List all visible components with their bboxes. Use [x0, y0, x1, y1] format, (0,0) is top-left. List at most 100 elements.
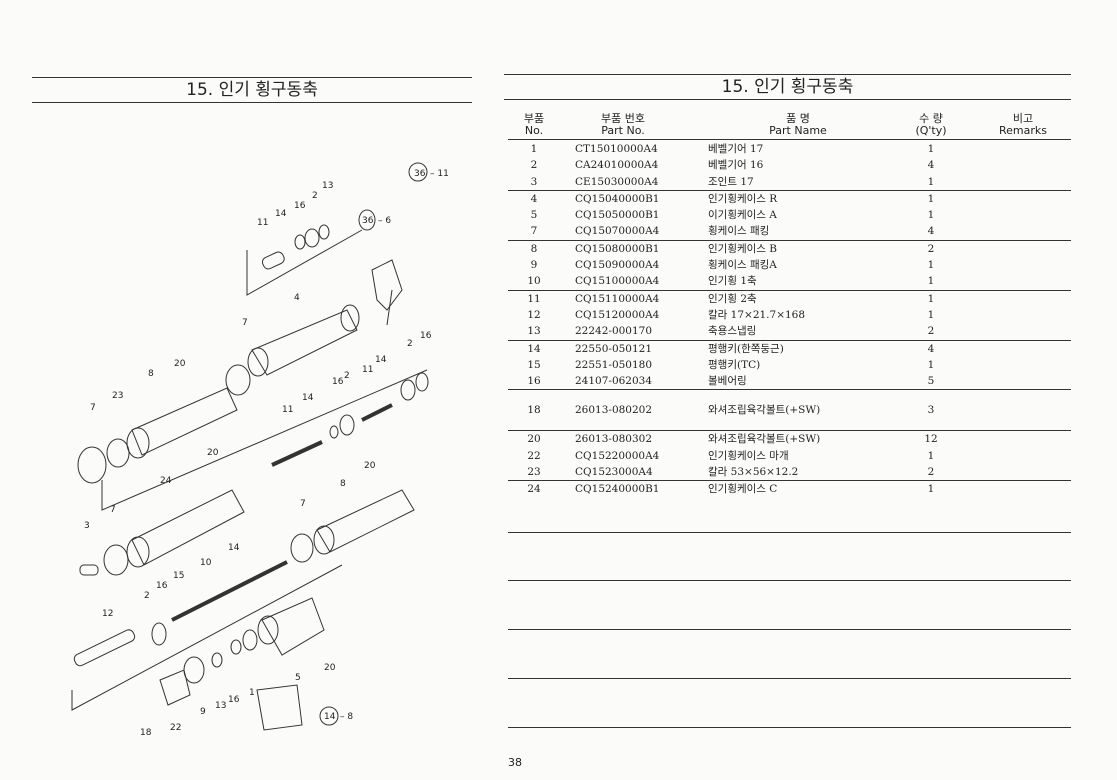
- part-label: 11: [362, 365, 373, 375]
- callout-36: 36: [362, 216, 374, 226]
- part-label: 12: [102, 609, 113, 619]
- part-label: 24: [160, 476, 172, 486]
- part-label: 8: [148, 369, 154, 379]
- case-b-part: [131, 387, 238, 456]
- case-r-part: [251, 309, 358, 376]
- gasket-a-part: [183, 656, 205, 684]
- part-label: 16: [156, 581, 168, 591]
- part-label: 2: [144, 591, 150, 601]
- part-label: 2: [407, 339, 413, 349]
- group-bracket-low: [71, 564, 343, 711]
- header-qty: 수 량(Q'ty): [915, 112, 947, 137]
- collar-12-part: [73, 629, 136, 667]
- callout-36-suffix: – 6: [378, 216, 391, 226]
- callout-14: 14: [324, 712, 336, 722]
- callout-circle-36b: [358, 209, 376, 231]
- callout-36: 36: [414, 169, 426, 179]
- part-label: 14: [275, 209, 287, 219]
- part-label: 20: [174, 359, 186, 369]
- part-label: 10: [200, 558, 212, 568]
- part-label: 14: [375, 355, 387, 365]
- gasket-part: [77, 446, 107, 484]
- case-b-right-part: [316, 489, 415, 553]
- part-label: 16: [294, 201, 306, 211]
- part-label: 7: [90, 403, 96, 413]
- callout-36-suffix: – 11: [430, 169, 449, 179]
- snap-ring-part: [318, 224, 330, 240]
- joint-lower-part: [256, 684, 303, 731]
- gasket-part: [225, 364, 251, 396]
- part-label: 22: [170, 723, 181, 733]
- part-label: 16: [228, 695, 240, 705]
- part-label: 11: [282, 405, 293, 415]
- part-label: 14: [302, 393, 314, 403]
- group-bracket-top: [246, 229, 363, 296]
- part-label: 9: [200, 707, 206, 717]
- cap-part: [159, 669, 191, 706]
- part-label: 23: [112, 391, 123, 401]
- part-label: 16: [420, 331, 432, 341]
- part-label: 7: [242, 318, 248, 328]
- exploded-parts-diagram: 36 – 11 36 – 6 14 – 8 13 2 16 14 11 4 7 …: [71, 162, 449, 738]
- part-label: 18: [140, 728, 152, 738]
- case-c-part: [131, 489, 245, 566]
- part-label: 20: [324, 663, 336, 673]
- part-label: 13: [215, 701, 226, 711]
- bearing-part: [304, 228, 320, 248]
- part-label: 2: [344, 371, 350, 381]
- part-label: 2: [312, 191, 318, 201]
- case-a-part: [261, 597, 325, 656]
- table-rule: [508, 532, 1071, 533]
- part-label: 16: [332, 377, 344, 387]
- table-rule: [508, 727, 1071, 728]
- left-page-title: 15. 인기 횡구동축: [32, 77, 472, 103]
- part-label: 7: [300, 499, 306, 509]
- table-rule: [508, 580, 1071, 581]
- part-label: 14: [228, 543, 240, 553]
- right-page-title: 15. 인기 횡구동축: [504, 74, 1071, 100]
- part-label: 1: [249, 688, 255, 698]
- bearing-part: [294, 234, 306, 250]
- part-label: 15: [173, 571, 184, 581]
- part-label: 8: [340, 479, 346, 489]
- collar-part: [261, 251, 285, 270]
- table-rule: [508, 629, 1071, 630]
- part-label: 20: [207, 448, 219, 458]
- table-rule: [508, 678, 1071, 679]
- group-bracket-mid: [101, 369, 428, 511]
- part-label: 3: [84, 521, 90, 531]
- page-number: 38: [508, 756, 522, 769]
- part-label: 11: [257, 218, 268, 228]
- joint-part: [371, 259, 403, 311]
- part-label: 4: [294, 293, 300, 303]
- part-label: 20: [364, 461, 376, 471]
- joint-17-part: [79, 564, 99, 576]
- callout-14-suffix: – 8: [340, 712, 353, 722]
- part-label: 7: [110, 505, 116, 515]
